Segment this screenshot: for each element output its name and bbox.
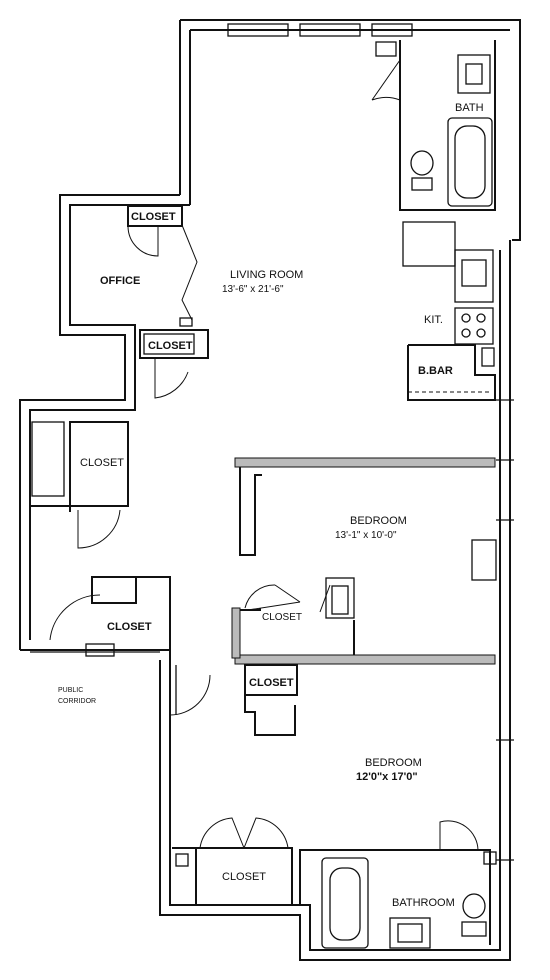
- bedroom1-closet-label: CLOSET: [262, 612, 302, 623]
- bathroom-label: BATHROOM: [392, 897, 455, 909]
- bathtub-icon: [447, 117, 493, 207]
- office-closet: [127, 205, 183, 227]
- bedroom2-label: BEDROOM: [365, 757, 422, 769]
- bedroom1-label: BEDROOM: [350, 515, 407, 527]
- living-closet-label: CLOSET: [148, 340, 193, 352]
- bathroom: BATHROOM: [299, 820, 491, 949]
- bedroom-1: BEDROOM 13'-1" x 10'-0" CLOSET: [231, 457, 497, 665]
- kitchen: KIT.: [402, 221, 494, 345]
- living-closet: CLOSET: [139, 329, 209, 399]
- bedroom2-closet-b-label: CLOSET: [222, 871, 266, 883]
- living-room: LIVING ROOM 13'-6" x 21'-6": [222, 269, 303, 295]
- toilet-icon: [462, 893, 486, 919]
- bedroom2-closet-a-label: CLOSET: [249, 677, 294, 689]
- hall-closet: CLOSET: [30, 421, 129, 549]
- public-corridor: PUBLIC CORRIDOR: [58, 687, 96, 705]
- window: [371, 23, 413, 37]
- breakfast-bar: B.BAR: [407, 344, 496, 401]
- kitchen-label: KIT.: [424, 314, 443, 326]
- bedroom2-dims: 12'0"x 17'0": [356, 771, 418, 783]
- bedroom1-top-wall: [234, 457, 496, 468]
- hall-closet-label: CLOSET: [80, 457, 124, 469]
- corridor-label-2: CORRIDOR: [58, 698, 96, 705]
- b-bar-label: B.BAR: [418, 365, 453, 377]
- office-label: OFFICE: [100, 275, 140, 287]
- exterior-walls: [19, 19, 521, 961]
- bath-label: BATH: [455, 102, 484, 114]
- corridor-label-1: PUBLIC: [58, 687, 83, 694]
- window: [227, 23, 289, 37]
- entry-closet-label: CLOSET: [107, 621, 152, 633]
- living-room-dims: 13'-6" x 21'-6": [222, 284, 284, 295]
- sink-icon: [457, 54, 491, 94]
- bedroom1-dims: 13'-1" x 10'-0": [335, 530, 397, 541]
- office-closet-label: CLOSET: [131, 211, 176, 223]
- kitchen-sink-icon: [454, 249, 494, 303]
- window: [299, 23, 361, 37]
- toilet-icon: [410, 150, 434, 176]
- bedroom1-bottom-wall: [234, 654, 496, 665]
- sink-icon: [389, 917, 431, 949]
- stove-icon: [454, 307, 494, 345]
- refrigerator-icon: [402, 221, 456, 267]
- bedroom-2: CLOSET BEDROOM 12'0"x 17'0" CLOSET: [169, 664, 497, 905]
- bath: BATH: [371, 40, 496, 211]
- entry-closet: CLOSET: [30, 576, 171, 657]
- bathtub-icon: [321, 857, 369, 949]
- office: CLOSET OFFICE: [100, 205, 198, 327]
- living-room-label: LIVING ROOM: [230, 269, 303, 281]
